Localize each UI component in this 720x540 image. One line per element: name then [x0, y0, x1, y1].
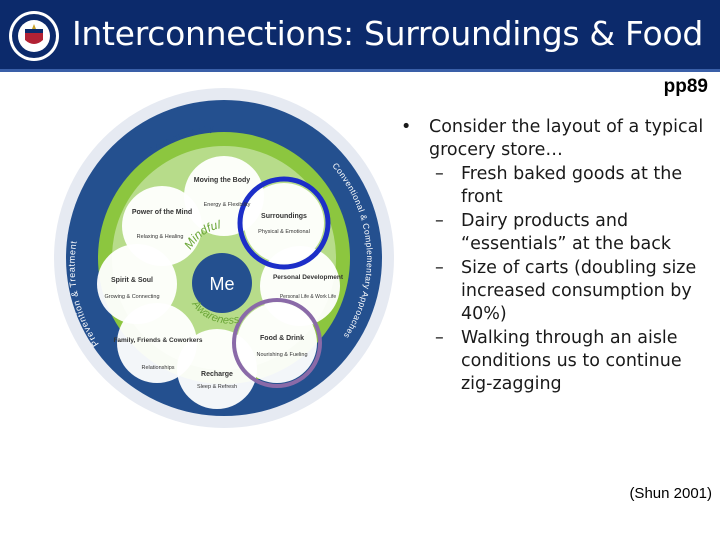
- sub-bullet-item: – Dairy products and “essentials” at the…: [399, 210, 711, 256]
- title-underline: [0, 69, 720, 72]
- sub-bullet-item: – Size of carts (doubling size increased…: [399, 257, 711, 326]
- petal-sub-food: Nourishing & Fueling: [256, 352, 307, 358]
- petal-title-food: Food & Drink: [260, 335, 304, 342]
- petal-surroundings: [244, 183, 324, 263]
- petal-title-recharge: Recharge: [201, 371, 233, 378]
- petal-title-surroundings: Surroundings: [261, 213, 307, 220]
- dash-marker: –: [435, 328, 444, 348]
- sub-bullet-text: Walking through an aisle conditions us t…: [461, 328, 682, 394]
- sub-bullet-text: Size of carts (doubling size increased c…: [461, 258, 697, 324]
- petal-sub-moving: Energy & Flexibility: [204, 202, 251, 208]
- surroundings-highlight-circle: [237, 176, 331, 270]
- petal-sub-family: Relationships: [141, 365, 174, 371]
- sub-bullet-item: – Walking through an aisle conditions us…: [399, 327, 711, 396]
- petal-sub-personal: Personal Life & Work Life: [280, 294, 337, 300]
- food-drink-highlight-circle: [232, 298, 322, 388]
- dash-marker: –: [435, 164, 444, 184]
- petal-title-family: Family, Friends & Coworkers: [113, 337, 202, 344]
- whole-health-diagram: Community Prevention & Treatment Convent…: [54, 88, 394, 428]
- bullet-text: Consider the layout of a typical grocery…: [429, 117, 704, 160]
- dash-marker: –: [435, 211, 444, 231]
- petal-title-mind: Power of the Mind: [132, 209, 192, 216]
- page-reference: pp89: [663, 76, 708, 97]
- va-seal-logo: [9, 11, 59, 61]
- petal-moving-the-body: [184, 156, 264, 236]
- petal-title-moving: Moving the Body: [194, 177, 250, 184]
- me-circle: [192, 253, 252, 313]
- title-bar: Interconnections: Surroundings & Food: [0, 0, 720, 72]
- petal-recharge: [177, 329, 257, 409]
- slide-title: Interconnections: Surroundings & Food: [72, 14, 703, 53]
- sub-bullet-item: – Fresh baked goods at the front: [399, 163, 711, 209]
- petal-title-spirit: Spirit & Soul: [111, 277, 153, 284]
- dash-marker: –: [435, 258, 444, 278]
- petal-sub-recharge: Sleep & Refresh: [197, 384, 237, 390]
- petal-power-of-the-mind: [122, 186, 202, 266]
- petal-sub-mind: Relaxing & Healing: [137, 234, 184, 240]
- citation: (Shun 2001): [629, 485, 712, 502]
- sub-bullet-text: Dairy products and “essentials” at the b…: [461, 211, 671, 254]
- bullet-item: • Consider the layout of a typical groce…: [399, 116, 711, 162]
- petal-title-personal: Personal Development: [273, 274, 344, 281]
- petal-sub-spirit: Growing & Connecting: [104, 294, 159, 300]
- bullet-list: • Consider the layout of a typical groce…: [399, 116, 711, 396]
- petal-sub-surroundings: Physical & Emotional: [258, 229, 310, 235]
- sub-bullet-text: Fresh baked goods at the front: [461, 164, 683, 207]
- bullet-marker: •: [401, 117, 412, 137]
- petal-food-and-drink: [237, 303, 317, 383]
- me-label: Me: [209, 274, 234, 294]
